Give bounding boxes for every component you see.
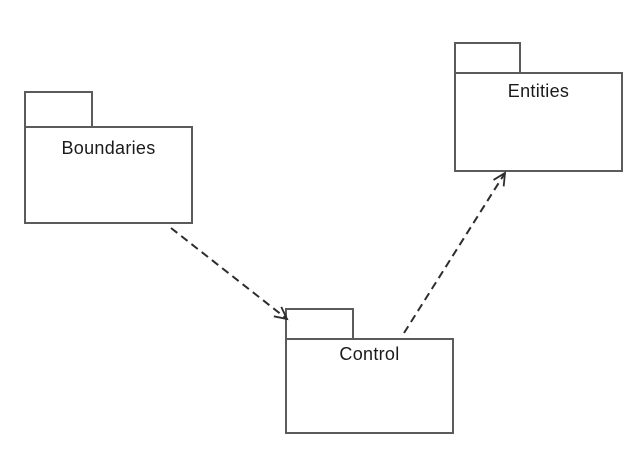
package-tab-control — [285, 308, 354, 340]
package-tab-entities — [454, 42, 521, 74]
package-label-entities: Entities — [507, 81, 570, 101]
package-tab-boundaries — [24, 91, 93, 128]
package-label-control: Control — [339, 344, 400, 364]
package-body-entities: Entities — [454, 72, 623, 172]
package-body-control: Control — [285, 338, 454, 434]
package-label-boundaries: Boundaries — [61, 138, 156, 158]
edge-control-to-entities — [403, 173, 505, 334]
package-body-boundaries: Boundaries — [24, 126, 193, 224]
edge-boundaries-to-control — [170, 227, 287, 319]
